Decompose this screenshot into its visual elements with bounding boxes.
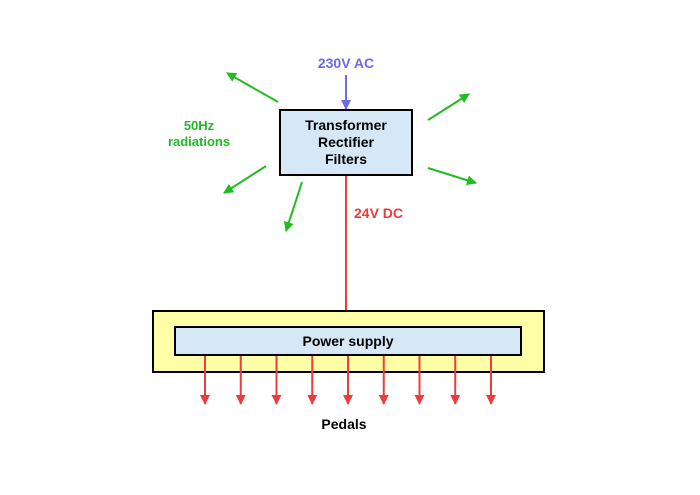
power-supply-box (174, 326, 522, 356)
pedal-outputs (200, 356, 496, 405)
radiation-label-line2: radiations (168, 134, 230, 149)
ac-input-label: 230V AC (318, 55, 374, 71)
dc-output-label: 24V DC (354, 205, 403, 221)
radiation-arrow (427, 93, 470, 121)
transformer-label-line2: Rectifier (318, 134, 375, 150)
pedals-label: Pedals (321, 416, 366, 432)
radiation-arrow (223, 165, 267, 194)
radiation-label-line1: 50Hz (184, 118, 215, 133)
radiation-arrow (226, 72, 279, 103)
transformer-label-line1: Transformer (305, 117, 387, 133)
power-supply-label: Power supply (302, 333, 393, 349)
transformer-box (279, 109, 413, 176)
radiation-arrow (284, 181, 303, 232)
transformer-label-line3: Filters (325, 151, 367, 167)
radiation-arrow (427, 167, 477, 186)
